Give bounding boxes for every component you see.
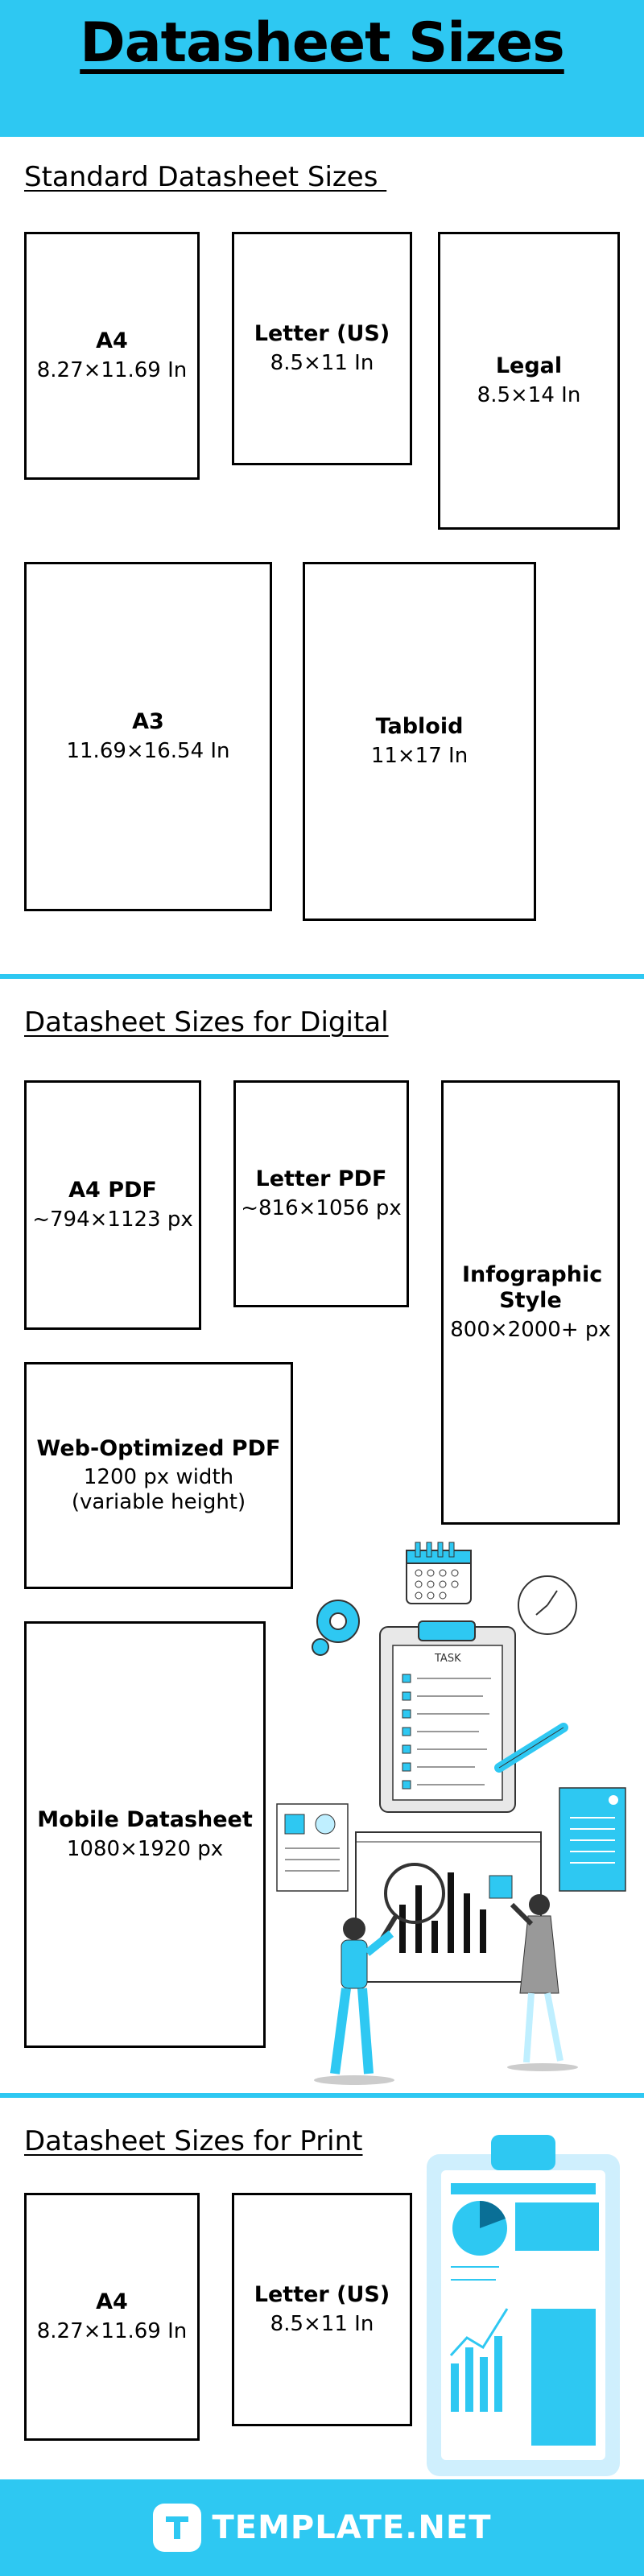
size-card-name: Infographic Style (462, 1262, 603, 1314)
size-card-dimensions: 8.5×11 In (270, 2311, 374, 2336)
size-card-mobile: Mobile Datasheet 1080×1920 px (24, 1621, 266, 2048)
chart-board-icon (355, 1831, 542, 1983)
woman-figure-icon (507, 1894, 578, 2071)
size-card-name: A4 PDF (68, 1178, 157, 1203)
size-card-a4-pdf: A4 PDF ~794×1123 px (24, 1080, 201, 1330)
size-card-letter-print: Letter (US) 8.5×11 In (232, 2193, 412, 2426)
size-card-name: Mobile Datasheet (37, 1807, 253, 1833)
size-card-a4: A4 8.27×11.69 In (24, 232, 200, 480)
section-heading-digital: Datasheet Sizes for Digital (24, 1006, 389, 1038)
size-card-tabloid: Tabloid 11×17 In (303, 562, 536, 921)
size-card-web-pdf: Web-Optimized PDF 1200 px width (variabl… (24, 1362, 293, 1589)
task-clipboard-icon: TASK (379, 1620, 516, 1813)
analytics-illustration: TASK (276, 1542, 626, 2085)
pen-icon (494, 1723, 568, 1773)
clock-icon (518, 1575, 577, 1635)
size-card-dimensions: 8.5×14 In (477, 382, 581, 407)
brand-name: TEMPLATE.NET (212, 2509, 492, 2546)
calendar-icon (406, 1542, 472, 1604)
size-card-a4-print: A4 8.27×11.69 In (24, 2193, 200, 2441)
size-card-dimensions: 1200 px width (variable height) (71, 1465, 246, 1515)
size-card-dimensions: 8.5×11 In (270, 350, 374, 375)
size-card-letter: Letter (US) 8.5×11 In (232, 232, 412, 465)
size-card-letter-pdf: Letter PDF ~816×1056 px (233, 1080, 409, 1307)
size-card-name: Letter (US) (254, 321, 390, 347)
profile-card-icon (276, 1803, 349, 1892)
task-label: TASK (434, 1653, 461, 1665)
size-card-name: A4 (96, 328, 128, 354)
document-icon (559, 1787, 626, 1892)
size-card-dimensions: ~794×1123 px (32, 1207, 193, 1232)
footer-brand: TEMPLATE.NET (0, 2479, 644, 2576)
section-heading-standard: Standard Datasheet Sizes (24, 161, 387, 193)
print-section: Datasheet Sizes for Print A4 8.27×11.69 … (0, 2098, 644, 2479)
size-card-dimensions: 11×17 In (370, 743, 469, 768)
digital-section: Datasheet Sizes for Digital A4 PDF ~794×… (0, 979, 644, 2093)
size-card-name: Tabloid (375, 714, 464, 740)
section-heading-print: Datasheet Sizes for Print (24, 2125, 363, 2157)
size-card-name: Legal (495, 353, 563, 379)
page-title: Datasheet Sizes (80, 11, 564, 75)
size-card-infographic: Infographic Style 800×2000+ px (441, 1080, 620, 1525)
man-figure-icon (314, 1918, 394, 2085)
size-card-name: Letter PDF (255, 1166, 387, 1192)
size-card-name: Letter (US) (254, 2282, 390, 2308)
report-clipboard-illustration (427, 2135, 620, 2476)
size-card-dimensions: 8.27×11.69 In (36, 357, 188, 382)
size-card-name: Web-Optimized PDF (36, 1435, 281, 1461)
template-logo-icon (152, 2504, 201, 2552)
size-card-dimensions: 11.69×16.54 In (66, 738, 230, 763)
size-card-dimensions: 1080×1920 px (66, 1836, 224, 1861)
size-card-dimensions: ~816×1056 px (241, 1195, 402, 1220)
size-card-dimensions: 800×2000+ px (450, 1317, 611, 1342)
gear-icon (312, 1600, 360, 1656)
standard-section: Standard Datasheet Sizes A4 8.27×11.69 I… (0, 137, 644, 974)
size-card-a3: A3 11.69×16.54 In (24, 562, 272, 911)
size-card-dimensions: 8.27×11.69 In (36, 2318, 188, 2343)
size-card-name: A4 (96, 2289, 128, 2315)
size-card-name: A3 (132, 709, 164, 735)
size-card-legal: Legal 8.5×14 In (438, 232, 620, 530)
